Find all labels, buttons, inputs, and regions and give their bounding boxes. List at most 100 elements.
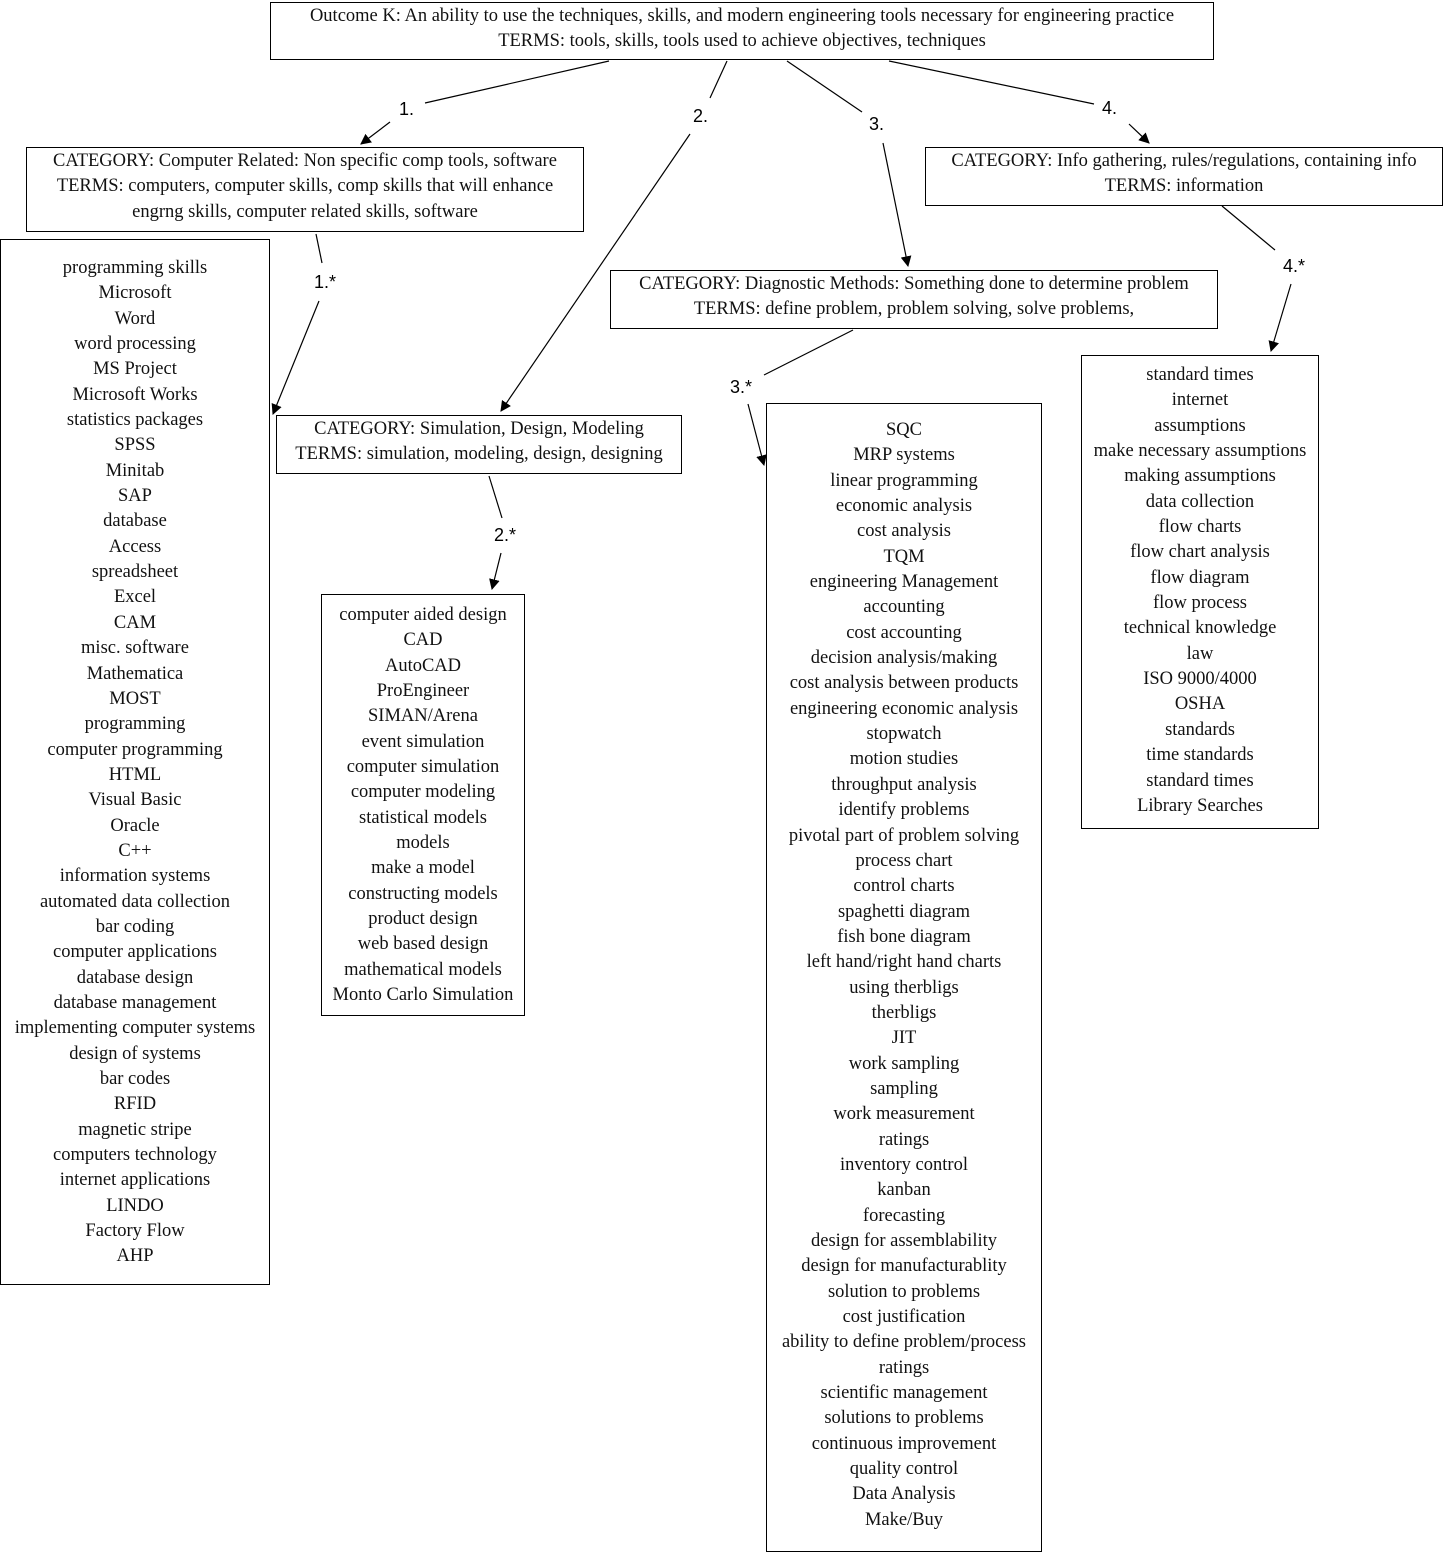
list-item: Minitab: [105, 460, 165, 481]
list-item: bar coding: [95, 916, 175, 937]
list-item: C++: [118, 840, 152, 861]
root-terms: TERMS: tools, skills, tools used to achi…: [498, 31, 986, 52]
arrow-label-1-to-list-1: [271, 300, 320, 416]
list-item: Data Analysis: [852, 1484, 956, 1505]
arrow-label-3-to-category-3: [882, 142, 912, 268]
list-item: internet applications: [59, 1170, 211, 1191]
list-item: OSHA: [1174, 694, 1226, 715]
list-item: Access: [108, 536, 162, 557]
list-item: time standards: [1146, 745, 1254, 766]
list-item: magnetic stripe: [78, 1119, 192, 1140]
list-item: information systems: [59, 866, 211, 887]
list-item: flow chart analysis: [1130, 542, 1270, 563]
connector-root-to-label-1: [424, 60, 610, 104]
connector-category-3-to-label: [763, 329, 854, 376]
category-1-line-2: TERMS: computers, computer skills, comp …: [56, 176, 554, 197]
list-item: cost justification: [842, 1307, 966, 1328]
branch-label-1: 1.: [399, 99, 415, 119]
category-3-line-1: CATEGORY: Diagnostic Methods: Something …: [639, 274, 1189, 294]
list-item: TQM: [883, 546, 925, 567]
list-item: engineering Management: [809, 572, 999, 593]
list-label-1: 1.*: [314, 272, 337, 292]
list-item: flow charts: [1158, 517, 1242, 538]
list-item: cost accounting: [846, 622, 962, 643]
list-item: motion studies: [849, 749, 959, 770]
list-item: MOST: [109, 688, 161, 709]
list-item: solution to problems: [827, 1281, 981, 1302]
list-item: design of systems: [69, 1043, 201, 1064]
list-item: flow diagram: [1150, 567, 1250, 588]
list-item: flow process: [1152, 593, 1248, 614]
list-item: inventory control: [840, 1154, 968, 1175]
connector-root-to-label-3: [786, 60, 863, 113]
list-item: throughput analysis: [831, 774, 977, 795]
list-item: bar codes: [99, 1069, 171, 1089]
list-item: ProEngineer: [376, 681, 470, 702]
arrow-label-2-to-list-2: [489, 552, 502, 591]
list-item: kanban: [877, 1180, 931, 1201]
category-4-line-1: CATEGORY: Info gathering, rules/regulati…: [951, 151, 1417, 171]
list-item: LINDO: [106, 1195, 164, 1216]
category-info-gathering-box: CATEGORY: Info gathering, rules/regulati…: [925, 147, 1443, 206]
list-item: statistics packages: [66, 410, 204, 431]
list-item: Mathematica: [86, 663, 184, 684]
list-item: ISO 9000/4000: [1143, 669, 1257, 690]
list-item: product design: [368, 909, 478, 930]
list-item: Make/Buy: [864, 1509, 944, 1530]
list-label-2: 2.*: [494, 525, 517, 545]
list-item: misc. software: [81, 638, 189, 659]
list-item: MS Project: [93, 359, 177, 380]
list-item: AHP: [116, 1246, 154, 1267]
category-computer-related-box: CATEGORY: Computer Related: Non specific…: [26, 147, 584, 232]
list-item: Library Searches: [1137, 795, 1263, 816]
branch-label-3: 3.: [869, 114, 885, 134]
list-item: ability to define problem/process: [781, 1332, 1027, 1353]
list-item: computers technology: [53, 1145, 217, 1166]
list-item: standard times: [1146, 770, 1254, 791]
list-item: JIT: [891, 1028, 917, 1049]
list-item: Factory Flow: [85, 1221, 185, 1242]
list-item: event simulation: [361, 731, 485, 752]
list-item: quality control: [849, 1459, 959, 1480]
list-item: Oracle: [110, 815, 160, 836]
list-item: cost analysis: [856, 521, 952, 542]
list-item: left hand/right hand charts: [806, 952, 1002, 973]
list-item: forecasting: [862, 1205, 946, 1226]
list-item: standards: [1165, 719, 1235, 740]
arrow-label-2-to-category-2: [500, 133, 691, 412]
list-item: control charts: [853, 876, 955, 897]
list-item: CAD: [403, 630, 443, 651]
list-item: engineering economic analysis: [789, 698, 1019, 719]
list-label-3: 3.*: [730, 377, 753, 397]
list-label-4: 4.*: [1283, 256, 1306, 276]
list-item: computer aided design: [339, 605, 507, 625]
list-item: computer simulation: [346, 757, 500, 778]
list-item: automated data collection: [39, 891, 231, 912]
list-item: AutoCAD: [384, 655, 462, 676]
category-1-line-3: engrng skills, computer related skills, …: [132, 201, 478, 222]
branch-label-2: 2.: [693, 106, 709, 126]
root-outcome-box: Outcome K: An ability to use the techniq…: [270, 2, 1214, 60]
arrow-label-1-to-category-1: [360, 121, 391, 145]
list-item: identify problems: [838, 800, 970, 821]
list-item: design for assemblability: [811, 1231, 997, 1251]
list-item: cost analysis between products: [789, 673, 1019, 694]
list-item: using therbligs: [849, 977, 959, 998]
list-item: programming: [84, 714, 186, 735]
arrow-label-4-to-category-4: [1128, 123, 1150, 144]
list-item: make a model: [371, 858, 475, 879]
list-item: Microsoft: [98, 283, 172, 304]
list-item: Excel: [113, 587, 157, 608]
list-item: CAM: [113, 612, 157, 633]
list-item: continuous improvement: [811, 1433, 997, 1454]
arrow-label-3-to-list-3: [747, 403, 767, 467]
list-item: fish bone diagram: [837, 926, 971, 947]
list-item: internet: [1171, 390, 1229, 411]
list-item: models: [396, 833, 450, 854]
category-simulation-design-box: CATEGORY: Simulation, Design, Modeling T…: [276, 415, 682, 474]
